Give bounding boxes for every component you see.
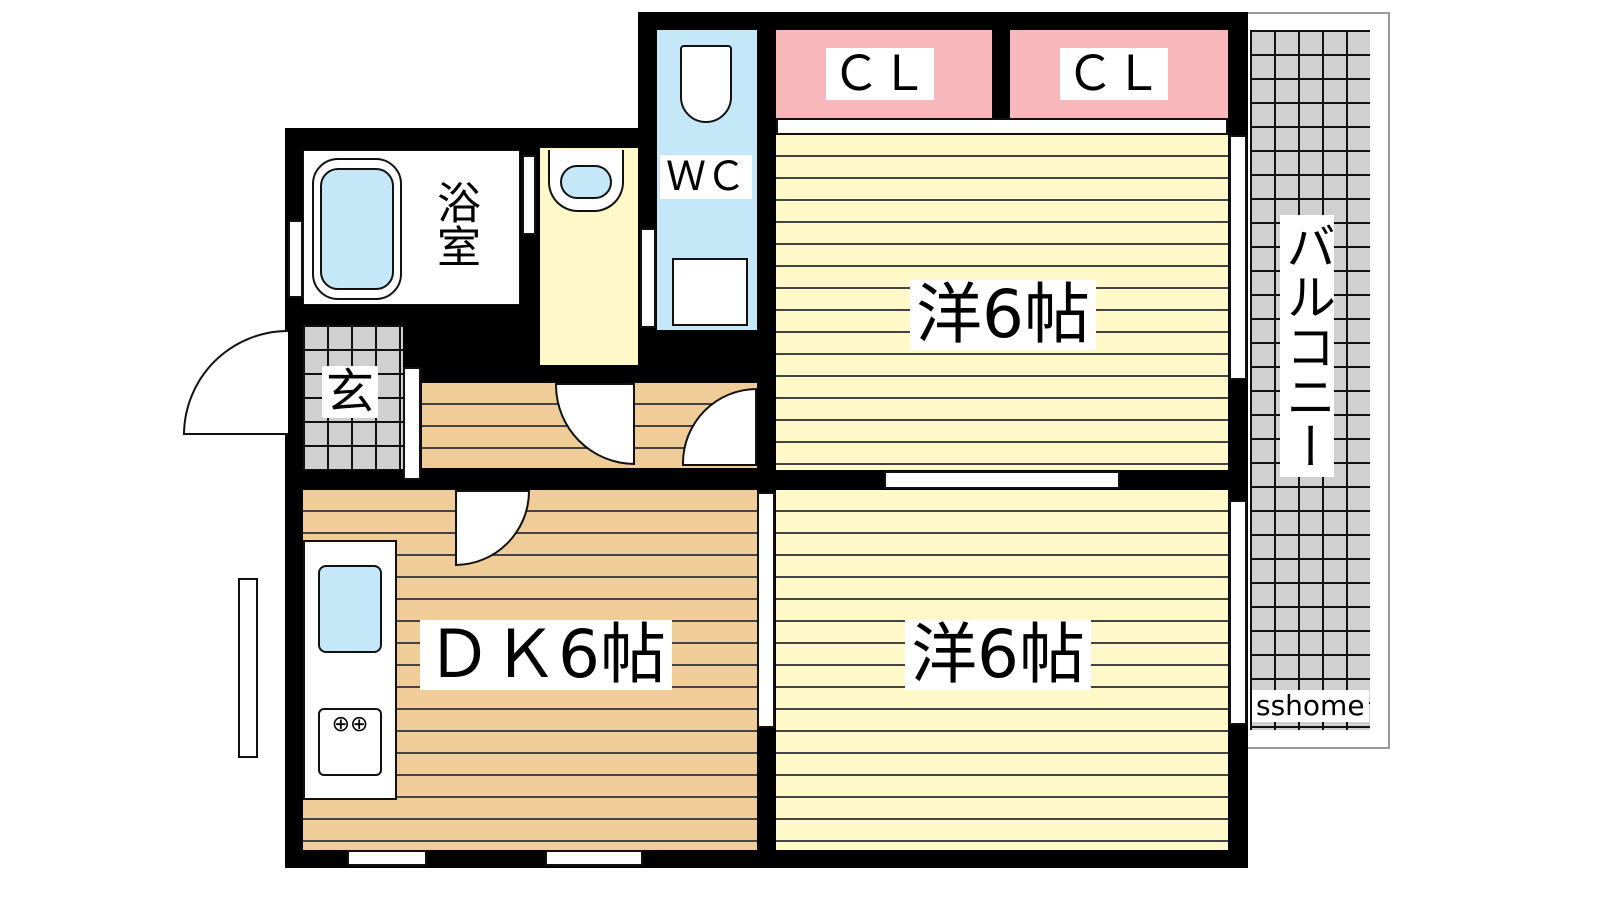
watermark: sshome <box>1252 690 1369 722</box>
sliding-door-dk[interactable] <box>757 492 775 728</box>
dk-window-2 <box>545 850 643 866</box>
toilet-door[interactable] <box>640 228 656 328</box>
bathroom-label: 浴室 <box>429 180 480 268</box>
balcony-label: バルコニー <box>1278 215 1336 477</box>
shoe-cabinet <box>403 367 421 480</box>
kitchen-window <box>238 578 258 758</box>
closet-door-strip <box>776 118 1228 135</box>
entrance-label: 玄 <box>322 366 379 418</box>
balcony-floor <box>1250 30 1370 730</box>
entrance <box>303 325 403 470</box>
front-door[interactable] <box>183 330 288 435</box>
bathroom-window <box>288 220 303 298</box>
balcony-window-1 <box>1229 135 1247 380</box>
stove-icon: ⊕⊕ <box>318 708 382 776</box>
floor-drain-icon <box>672 258 748 326</box>
washbasin-bowl <box>560 165 612 199</box>
western-room-2-label: 洋6帖 <box>905 620 1091 690</box>
balcony-window-2 <box>1229 500 1247 725</box>
bathroom-door[interactable] <box>522 155 536 235</box>
dk-window-1 <box>347 850 427 866</box>
kitchen-sink-icon <box>318 565 382 653</box>
closet-1-label: ＣＬ <box>826 48 935 100</box>
western-room-1-label: 洋6帖 <box>910 280 1096 350</box>
sliding-door-rooms[interactable] <box>884 471 1120 489</box>
dining-kitchen-label: ＤＫ6帖 <box>420 620 672 690</box>
toilet-icon <box>680 45 732 123</box>
toilet-label: ＷＣ <box>660 155 752 199</box>
closet-2-label: ＣＬ <box>1060 48 1169 100</box>
bathtub-water <box>320 168 394 290</box>
